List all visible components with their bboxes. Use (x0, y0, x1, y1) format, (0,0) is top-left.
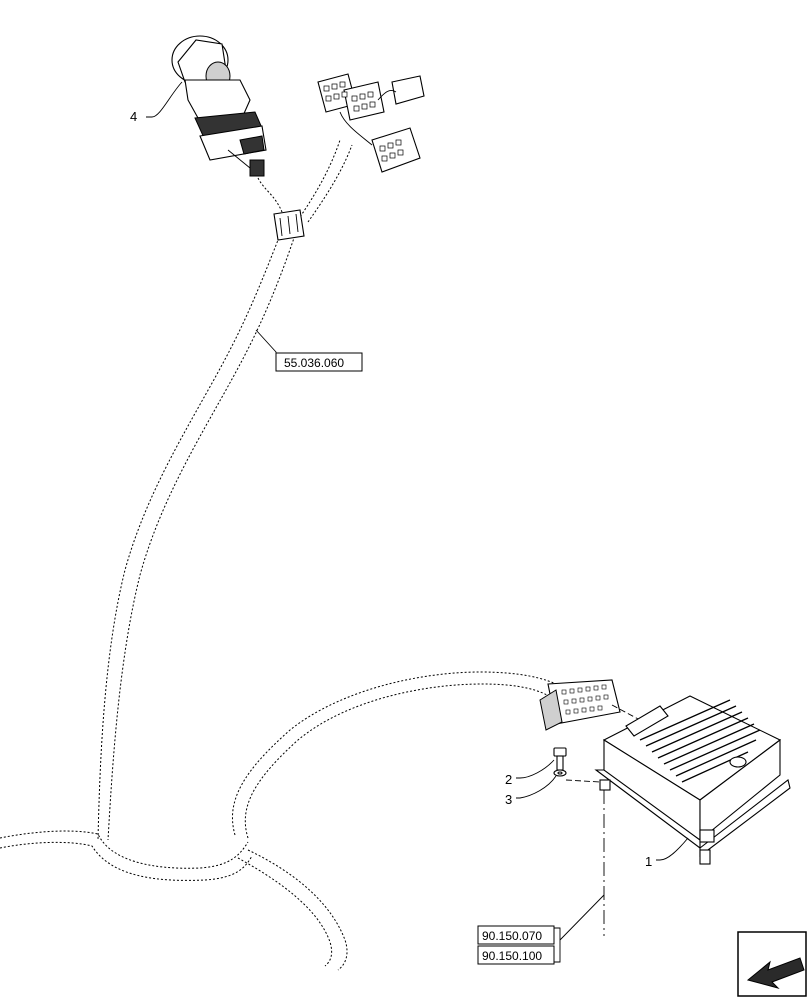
callout-2: 2 (505, 772, 512, 787)
callout-1: 1 (645, 854, 652, 869)
ref-harness-label: 55.036.060 (284, 356, 344, 370)
ref-a-label: 90.150.070 (482, 929, 542, 943)
inline-connector (273, 209, 305, 241)
callout-3: 3 (505, 792, 512, 807)
joystick-part (171, 35, 267, 177)
ecu-module (594, 695, 791, 865)
connector-cluster (317, 73, 425, 173)
ref-group-box: 90.150.070 90.150.100 (477, 925, 561, 965)
ref-a-box[interactable] (477, 925, 555, 945)
washer-part (553, 769, 567, 777)
ecu-connector (539, 679, 641, 731)
callout-leaders (146, 81, 689, 941)
callout-4: 4 (130, 109, 137, 124)
ref-b-label: 90.150.100 (482, 949, 542, 963)
ref-b-box[interactable] (477, 945, 555, 965)
bolt-part (553, 747, 567, 771)
arrow-back-icon[interactable] (737, 931, 807, 997)
ref-harness-box[interactable]: 55.036.060 (275, 352, 363, 372)
wiring-harness (0, 139, 561, 971)
